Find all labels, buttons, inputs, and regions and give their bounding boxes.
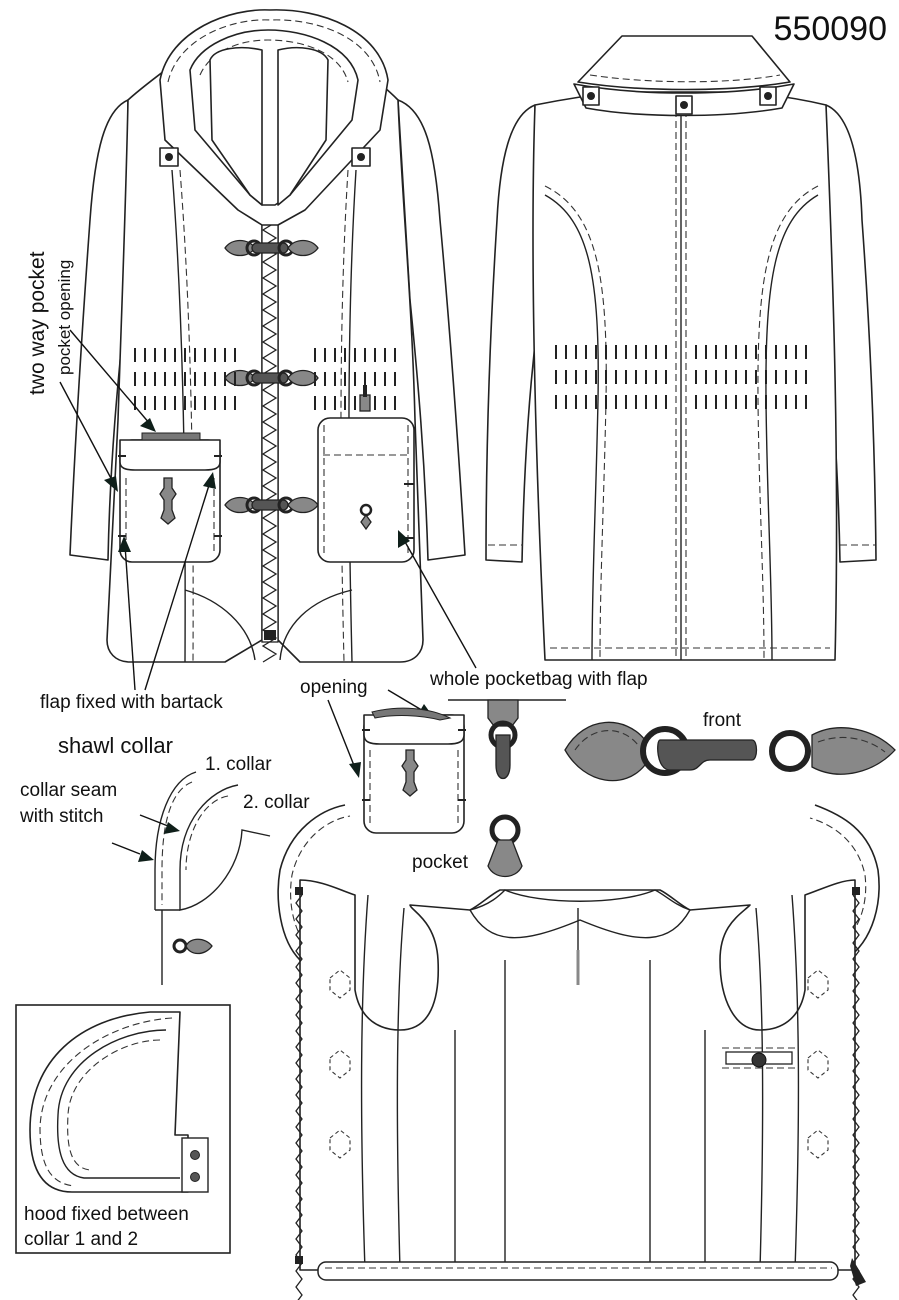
- front-right-pocket: [317, 385, 415, 563]
- inside-left-zipper: [295, 894, 303, 1300]
- label-collar-seam-line2: with stitch: [19, 806, 103, 827]
- inside-zip-stop-tl: [295, 887, 303, 895]
- toggle-closure-2: [224, 369, 319, 387]
- back-right-princess-topstitch: [757, 185, 819, 661]
- coat-front-view: [69, 9, 466, 663]
- inside-facing-right: [791, 894, 800, 1271]
- arrow-flap-fixed-right: [203, 472, 216, 489]
- leader-two-way-pocket: [59, 381, 115, 485]
- back-left-sleeve: [485, 104, 541, 563]
- leader-opening-left: [327, 699, 356, 769]
- inside-neckline: [469, 909, 691, 939]
- toggle-closure-3: [224, 496, 319, 514]
- front-right-side-seam: [348, 169, 357, 663]
- label-two-way-pocket: two way pocket: [26, 251, 49, 395]
- label-front: front: [703, 710, 742, 731]
- label-opening: opening: [300, 677, 368, 698]
- inside-facing-right-2: [755, 907, 764, 1271]
- collar-snap-left: [165, 153, 173, 161]
- label-hood-line1: hood fixed between: [24, 1204, 189, 1225]
- label-collar-seam-line1: collar seam: [20, 780, 117, 801]
- leader-opening-right: [387, 689, 426, 713]
- detail-pocket-flap: [363, 714, 465, 745]
- back-body: [532, 91, 838, 661]
- leader-flap-fixed-left: [124, 544, 136, 691]
- leader-flap-fixed-right: [144, 481, 211, 691]
- front-left-sleeve: [69, 99, 129, 561]
- arrow-whole-pocketbag: [398, 530, 410, 548]
- pocket-detail: opening: [300, 677, 566, 834]
- front-right-side-topstitch: [340, 169, 349, 663]
- arrow-collar-seam-2: [138, 850, 154, 862]
- coat-back-view: [485, 35, 877, 661]
- arrow-opening-left: [349, 762, 361, 778]
- arrow-two-way-pocket: [104, 476, 118, 492]
- style-number: 550090: [774, 10, 887, 48]
- front-hem-left: [184, 589, 256, 661]
- leader-pocket-opening: [69, 329, 151, 425]
- back-collar-topstitch: [589, 74, 781, 83]
- inside-zip-pull: [850, 1258, 866, 1286]
- collar-neck-opening: [209, 46, 263, 206]
- front-hem-right: [279, 589, 353, 661]
- front-left-side-seam: [171, 169, 186, 663]
- front-right-sleeve: [397, 99, 466, 561]
- label-hood-line2: collar 1 and 2: [24, 1229, 138, 1250]
- back-standing-collar: [577, 35, 791, 91]
- label-pocket: pocket: [412, 852, 469, 873]
- inside-hem-band: [317, 1261, 839, 1281]
- inside-snap-marks: [329, 969, 829, 1159]
- leader-collar-seam-2: [111, 842, 141, 855]
- inside-left-shoulder-stitch: [290, 815, 351, 951]
- label-shawl-collar: shawl collar: [58, 733, 173, 758]
- collar-neck-opening-right: [277, 46, 329, 206]
- label-collar-1: 1. collar: [205, 754, 272, 775]
- coat-inside-view: [277, 804, 880, 1300]
- detail-pocket-toggle: [401, 749, 419, 797]
- back-waist-smocking: [555, 345, 807, 409]
- zipper-bottom-stop: [264, 630, 276, 640]
- label-pocket-opening: pocket opening: [55, 260, 74, 375]
- hood-shape: [29, 1011, 189, 1193]
- back-collar-snap-center: [680, 101, 688, 109]
- toggle-closure-1: [224, 239, 319, 257]
- arrow-collar-seam-1: [164, 822, 180, 834]
- collar-snap-right: [357, 153, 365, 161]
- front-left-pocket: [118, 432, 222, 563]
- inside-zip-stop-bl: [295, 1256, 303, 1264]
- front-waist-smocking: [134, 348, 396, 410]
- inside-facing-left: [360, 894, 369, 1271]
- label-flap-fixed: flap fixed with bartack: [40, 692, 223, 713]
- arrow-pocket-opening: [140, 418, 156, 432]
- inside-body-outline: [299, 879, 856, 1271]
- front-left-side-topstitch: [179, 169, 194, 663]
- leader-collar-seam-1: [139, 814, 169, 827]
- back-left-princess-seam: [544, 194, 599, 661]
- hood-detail-box: hood fixed between collar 1 and 2: [15, 1004, 231, 1254]
- inside-right-zipper: [852, 894, 860, 1300]
- inside-neck-edge: [469, 889, 691, 911]
- detail-pocket-stitch: [369, 750, 459, 825]
- back-collar-snap-right: [764, 92, 772, 100]
- inside-facing-left-2: [396, 907, 405, 1271]
- label-whole-pocketbag: whole pocketbag with flap: [429, 669, 648, 690]
- leader-whole-pocketbag: [403, 539, 477, 669]
- inside-welt-pocket: [722, 1047, 798, 1069]
- arrow-flap-fixed-left: [118, 536, 131, 552]
- label-collar-2: 2. collar: [243, 792, 310, 813]
- inside-zip-stop-tr: [852, 887, 860, 895]
- pocket-toggle-detail: [487, 699, 523, 878]
- front-toggle-detail: [564, 721, 896, 782]
- shawl-collar-side-detail: [154, 771, 271, 985]
- detail-opening-mark: [371, 707, 452, 721]
- back-collar-snap-left: [587, 92, 595, 100]
